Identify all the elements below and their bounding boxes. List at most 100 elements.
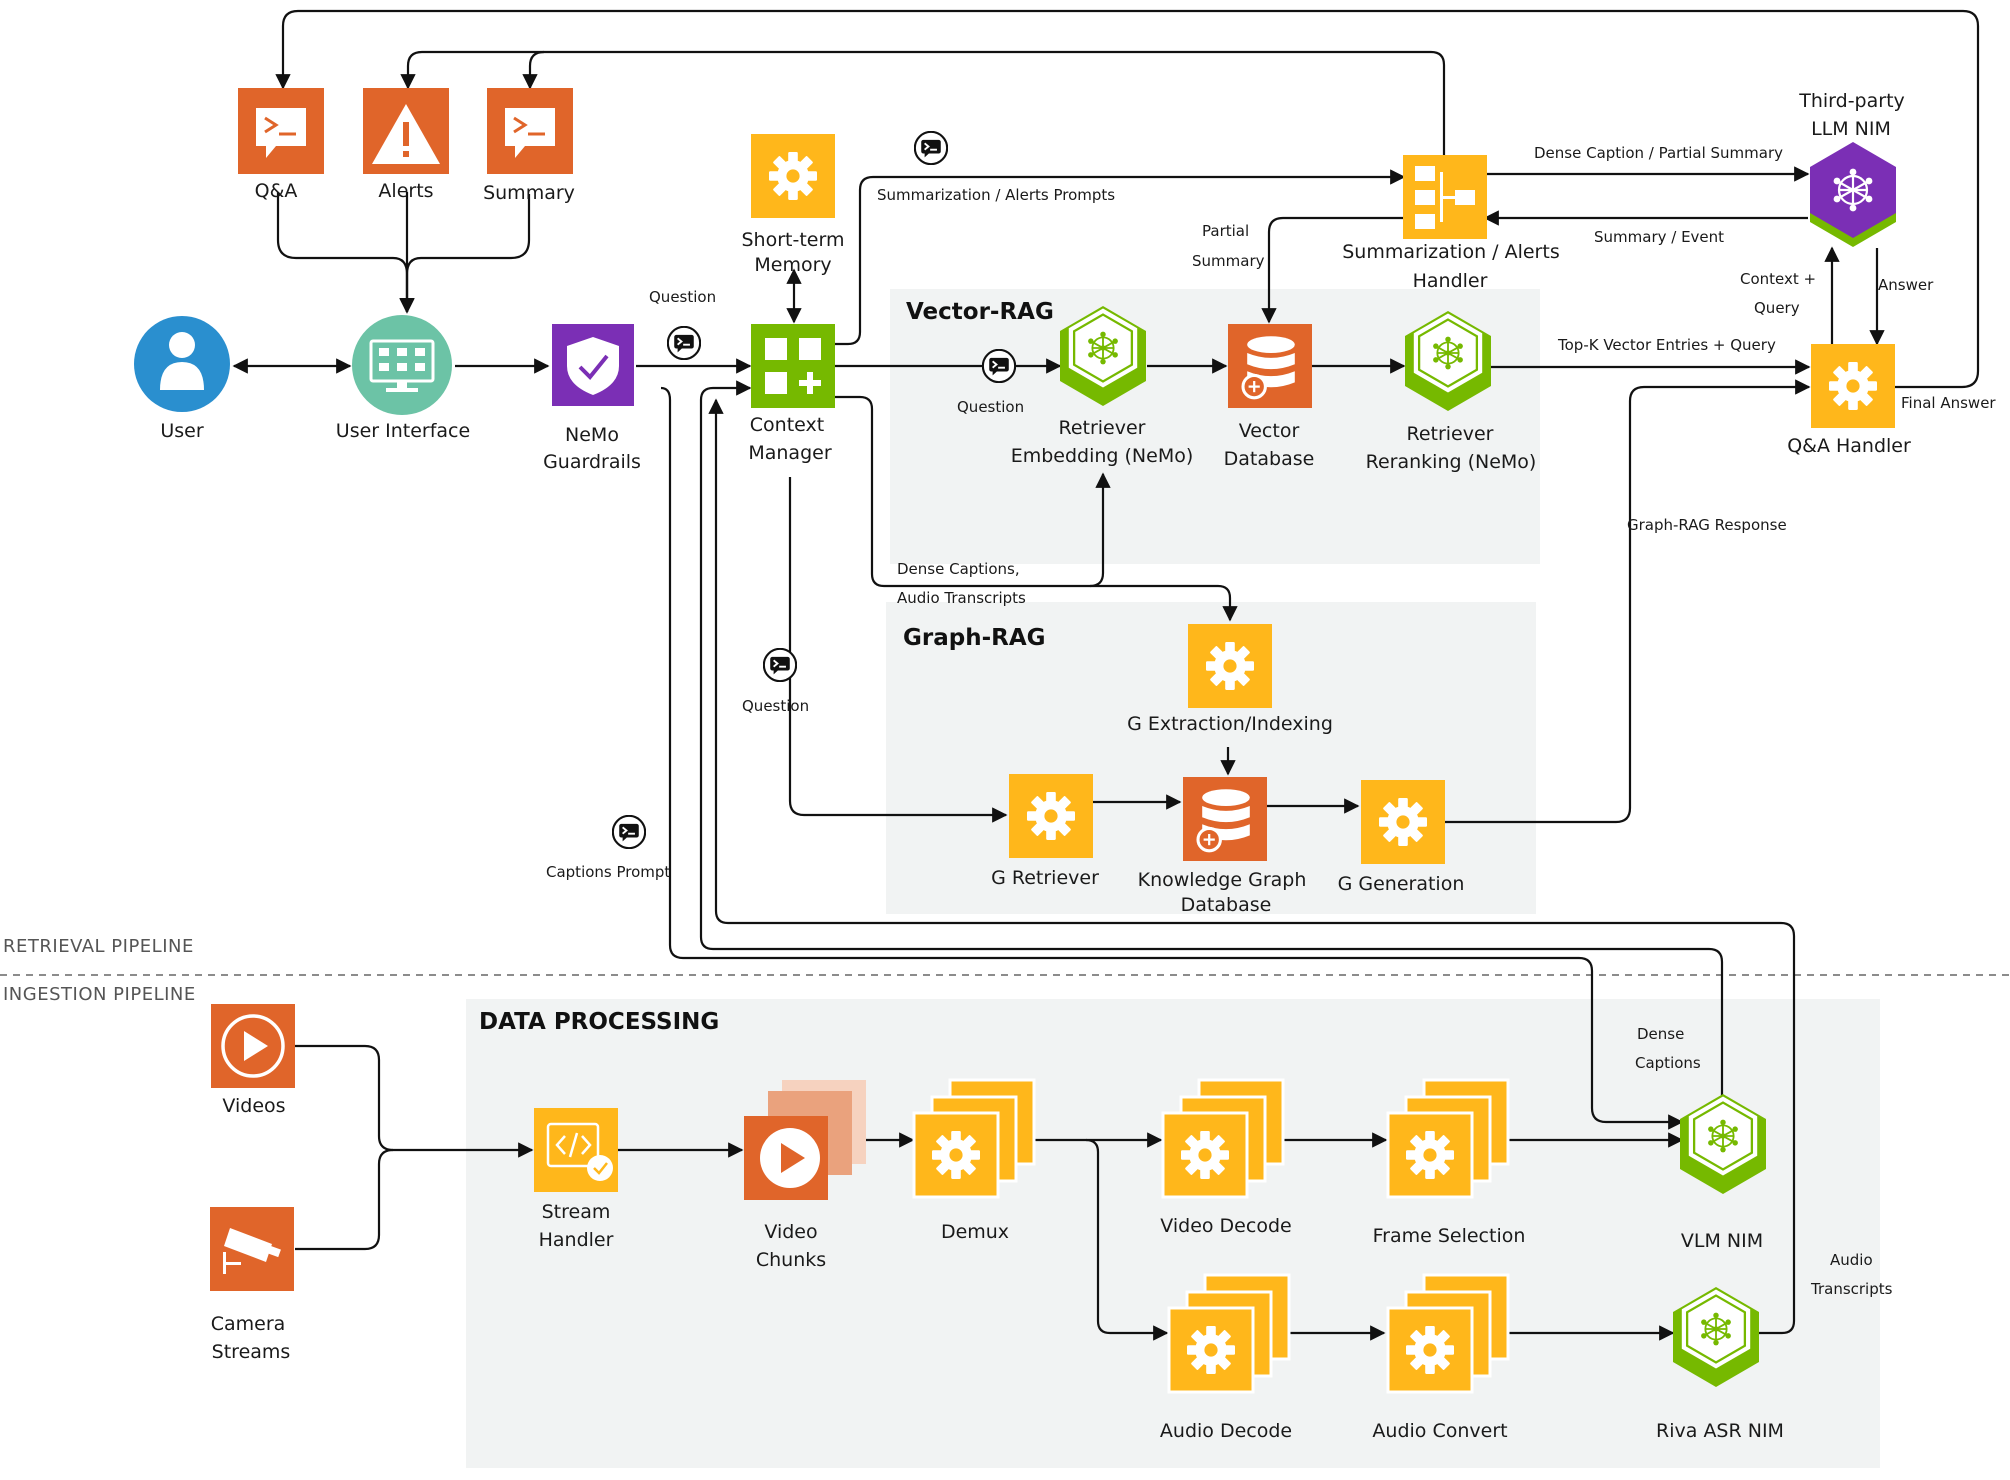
- qa-node[interactable]: Q&A: [238, 88, 324, 202]
- summarization-handler-label-1: Summarization / Alerts: [1342, 241, 1559, 263]
- retriever-reranking-label-2: Reranking (NeMo): [1366, 451, 1537, 473]
- alerts-label: Alerts: [378, 180, 433, 202]
- qa-label: Q&A: [255, 180, 298, 202]
- short-term-memory-label-1: Short-term: [742, 229, 845, 251]
- edge-label-dense-captions-vlm-2: Captions: [1635, 1054, 1701, 1072]
- video-decode-gear-icon: [1161, 1111, 1249, 1199]
- context-manager-label-2: Manager: [748, 442, 831, 464]
- frame-selection-node[interactable]: Frame Selection: [1373, 1078, 1526, 1247]
- frame-selection-label: Frame Selection: [1373, 1225, 1526, 1247]
- g-retriever-label: G Retriever: [991, 867, 1099, 889]
- camera-streams-node[interactable]: Camera Streams: [210, 1207, 294, 1363]
- edge-label-top-k: Top-K Vector Entries + Query: [1557, 336, 1776, 354]
- kg-db-label-2: Database: [1181, 894, 1272, 916]
- edge-label-question-mid: Question: [957, 398, 1024, 416]
- video-chunks-label-1: Video: [764, 1221, 817, 1243]
- vector-database-label-1: Vector: [1239, 420, 1300, 442]
- riva-asr-label: Riva ASR NIM: [1656, 1420, 1784, 1442]
- stream-handler-label-2: Handler: [539, 1229, 614, 1251]
- summarization-handler-label-2: Handler: [1413, 270, 1488, 292]
- retrieval-pipeline-label: RETRIEVAL PIPELINE: [3, 936, 194, 957]
- vlm-nim-label: VLM NIM: [1681, 1230, 1763, 1252]
- short-term-memory-node[interactable]: Short-term Memory: [742, 134, 845, 276]
- vector-database-node[interactable]: Vector Database: [1224, 324, 1315, 470]
- context-manager-label-1: Context: [750, 414, 824, 436]
- nemo-guardrails-node[interactable]: NeMo Guardrails: [543, 324, 641, 473]
- context-manager-node[interactable]: Context Manager: [748, 324, 835, 464]
- g-generation-label: G Generation: [1338, 873, 1465, 895]
- audio-convert-label: Audio Convert: [1372, 1420, 1507, 1442]
- g-extraction-label: G Extraction/Indexing: [1127, 713, 1333, 735]
- video-chunks-node[interactable]: Video Chunks: [744, 1080, 866, 1271]
- prompt-chip-icon: [667, 326, 701, 360]
- knowledge-graph-db-node[interactable]: Knowledge Graph Database: [1138, 777, 1307, 916]
- edge-label-dense-captions-vlm-1: Dense: [1637, 1025, 1684, 1043]
- audio-decode-label: Audio Decode: [1160, 1420, 1292, 1442]
- context-grid-icon: [751, 324, 835, 408]
- edge-label-partial-summary-2: Summary: [1192, 252, 1265, 270]
- edge-label-context-query-2: Query: [1754, 299, 1800, 317]
- edge-label-graph-rag-response: Graph-RAG Response: [1627, 516, 1787, 534]
- alerts-node[interactable]: Alerts: [363, 88, 449, 202]
- nemo-guardrails-label-2: Guardrails: [543, 451, 641, 473]
- summary-label: Summary: [483, 182, 575, 204]
- ingestion-pipeline-label: INGESTION PIPELINE: [3, 984, 196, 1005]
- vector-database-label-2: Database: [1224, 448, 1315, 470]
- qa-handler-node[interactable]: Q&A Handler: [1787, 344, 1911, 457]
- short-term-memory-label-2: Memory: [754, 254, 831, 276]
- edge-label-context-query-1: Context +: [1740, 270, 1816, 288]
- g-retriever-node[interactable]: G Retriever: [991, 774, 1099, 889]
- retriever-reranking-node[interactable]: Retriever Reranking (NeMo): [1366, 311, 1537, 473]
- edge-label-summary-event: Summary / Event: [1594, 228, 1724, 246]
- nemo-guardrails-label-1: NeMo: [565, 424, 619, 446]
- user-label: User: [160, 420, 203, 442]
- vector-rag-title: Vector-RAG: [906, 299, 1054, 325]
- stream-handler-node[interactable]: Stream Handler: [534, 1108, 618, 1251]
- edge-label-question-low: Question: [742, 697, 809, 715]
- prompt-chip-icon: [763, 648, 797, 682]
- camera-streams-label-1: Camera: [211, 1313, 286, 1335]
- user-interface-node[interactable]: User Interface: [336, 315, 470, 442]
- audio-decode-node[interactable]: Audio Decode: [1160, 1273, 1292, 1442]
- g-generation-node[interactable]: G Generation: [1338, 780, 1465, 895]
- edge-label-dense-captions-2: Audio Transcripts: [897, 589, 1026, 607]
- video-chunks-label-2: Chunks: [756, 1249, 826, 1271]
- video-decode-label: Video Decode: [1160, 1215, 1291, 1237]
- third-party-llm-label-2: LLM NIM: [1811, 118, 1891, 140]
- videos-label: Videos: [222, 1095, 285, 1117]
- third-party-llm-node[interactable]: Third-party LLM NIM: [1798, 90, 1905, 247]
- user-interface-label: User Interface: [336, 420, 470, 442]
- summary-node[interactable]: Summary: [483, 88, 575, 204]
- retriever-reranking-label-1: Retriever: [1406, 423, 1493, 445]
- demux-node[interactable]: Demux: [912, 1078, 1036, 1243]
- user-node[interactable]: User: [134, 316, 230, 442]
- video-decode-node[interactable]: Video Decode: [1160, 1078, 1292, 1237]
- edge-label-answer: Answer: [1878, 276, 1934, 294]
- vlm-nim-node[interactable]: VLM NIM: [1680, 1094, 1766, 1252]
- prompt-chip-icon: [914, 131, 948, 165]
- edge-label-audio-transcripts-2: Transcripts: [1810, 1280, 1893, 1298]
- riva-asr-node[interactable]: Riva ASR NIM: [1656, 1287, 1784, 1442]
- edge-label-summarization-prompts: Summarization / Alerts Prompts: [877, 186, 1115, 204]
- retriever-embedding-label-1: Retriever: [1058, 417, 1145, 439]
- retriever-embedding-node[interactable]: Retriever Embedding (NeMo): [1011, 306, 1194, 467]
- third-party-llm-label-1: Third-party: [1798, 90, 1905, 112]
- edge-label-question-top: Question: [649, 288, 716, 306]
- demux-label: Demux: [941, 1221, 1009, 1243]
- prompt-chip-icon: [982, 349, 1016, 383]
- prompt-chip-icon: [612, 815, 646, 849]
- edge-label-audio-transcripts-1: Audio: [1830, 1251, 1873, 1269]
- edge-labels: Question Summarization / Alerts Prompts …: [546, 131, 1996, 1298]
- summarization-handler-node[interactable]: Summarization / Alerts Handler: [1342, 155, 1560, 292]
- audio-convert-node[interactable]: Audio Convert: [1372, 1273, 1510, 1442]
- g-extraction-node[interactable]: G Extraction/Indexing: [1127, 624, 1333, 735]
- retriever-embedding-label-2: Embedding (NeMo): [1011, 445, 1194, 467]
- kg-db-label-1: Knowledge Graph: [1138, 869, 1307, 891]
- edge-label-dense-captions-1: Dense Captions,: [897, 560, 1020, 578]
- stream-handler-label-1: Stream: [542, 1201, 611, 1223]
- qa-handler-label: Q&A Handler: [1787, 435, 1911, 457]
- videos-node[interactable]: Videos: [211, 1004, 295, 1117]
- edge-label-dense-caption-partial: Dense Caption / Partial Summary: [1534, 144, 1783, 162]
- graph-rag-title: Graph-RAG: [903, 625, 1046, 651]
